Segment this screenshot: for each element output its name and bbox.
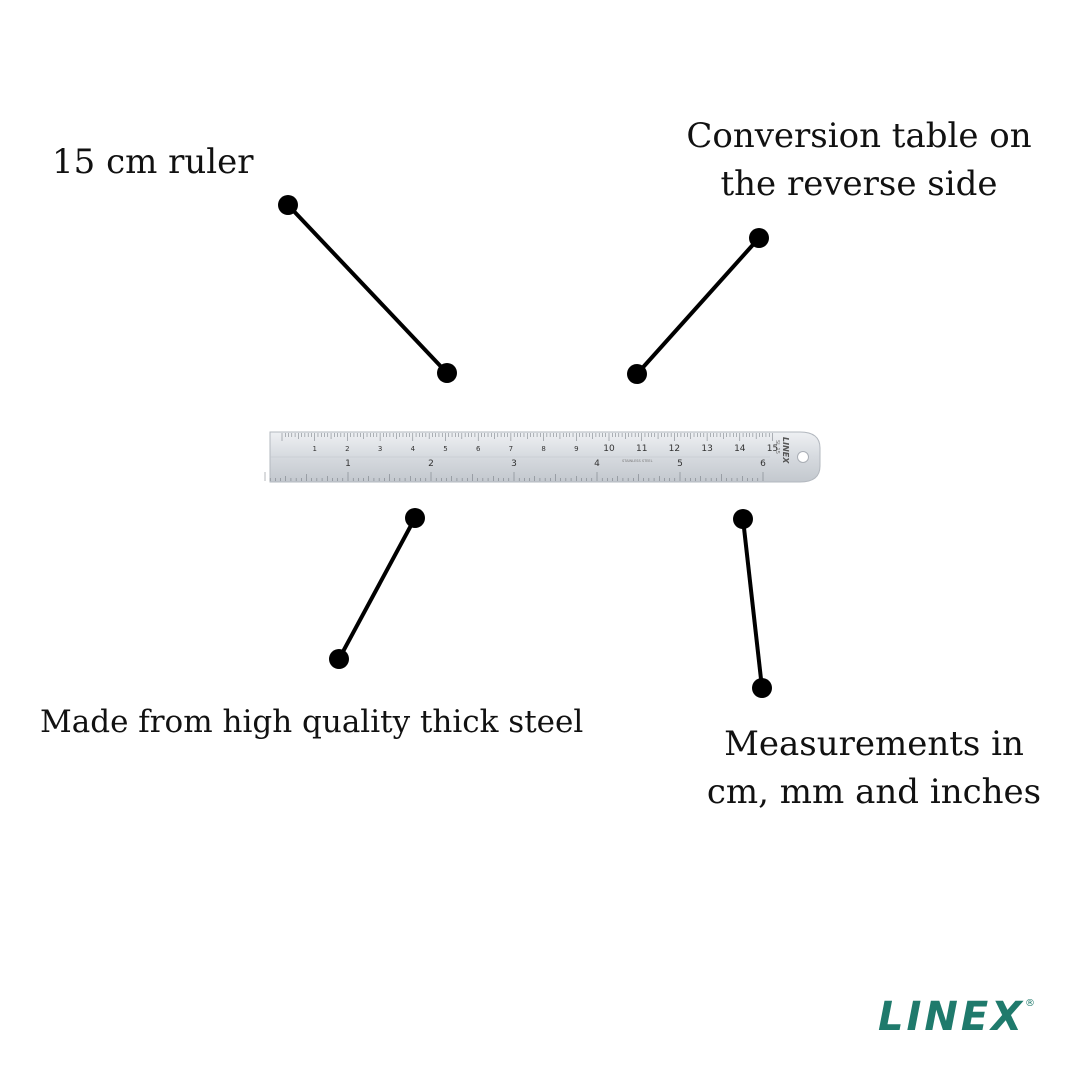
cm-number: 4	[411, 445, 416, 453]
callout-conversion-line-1: Conversion table on	[686, 116, 1032, 156]
inch-scale-ticks	[264, 472, 764, 481]
cm-number: 13	[701, 444, 712, 454]
linex-logo: LINEX®	[878, 994, 1035, 1040]
callout-ruler-length: 15 cm ruler	[52, 142, 254, 182]
registered-mark: ®	[1025, 998, 1036, 1009]
callout-conversion-line-2: the reverse side	[720, 164, 998, 204]
cm-number: 8	[541, 445, 545, 453]
cm-number: 12	[669, 444, 680, 454]
cm-scale-ticks	[281, 433, 773, 441]
cm-number: 1	[312, 445, 316, 453]
callout-measurements-line-1: Measurements in	[724, 724, 1024, 764]
callout-steel: Made from high quality thick steel	[40, 704, 584, 740]
inch-number: 6	[760, 459, 766, 469]
inch-number: 3	[511, 459, 517, 469]
leader-line-conversion	[627, 228, 769, 384]
cm-number: 10	[603, 444, 615, 454]
ruler-material-label: STAINLESS STEEL	[622, 459, 653, 463]
inch-number: 2	[428, 459, 434, 469]
leader-line-measurements	[733, 509, 772, 698]
leader-line-ruler	[278, 195, 457, 383]
logo-text: LINEX	[878, 994, 1026, 1040]
callout-measurements: Measurements in cm, mm and inches	[690, 720, 1058, 816]
cm-number: 5	[443, 445, 447, 453]
callout-conversion-table: Conversion table on the reverse side	[670, 112, 1048, 208]
ruler-model-label: SL 15	[774, 440, 780, 454]
inch-number: 1	[345, 459, 351, 469]
callout-measurements-line-2: cm, mm and inches	[706, 772, 1042, 812]
inch-scale-numbers: 1 2 3 4 5 6	[345, 459, 766, 469]
inch-number: 5	[677, 459, 683, 469]
cm-number: 11	[636, 444, 647, 454]
hanging-hole	[797, 451, 809, 463]
leader-line-steel	[329, 508, 425, 669]
cm-number: 14	[734, 444, 746, 454]
cm-number: 7	[509, 445, 513, 453]
inch-number: 4	[594, 459, 600, 469]
cm-number: 6	[476, 445, 481, 453]
ruler-brand-label: LINEX	[781, 437, 790, 464]
cm-number: 3	[378, 445, 382, 453]
cm-number: 9	[574, 445, 578, 453]
cm-number: 15	[767, 444, 778, 454]
cm-number: 2	[345, 445, 349, 453]
